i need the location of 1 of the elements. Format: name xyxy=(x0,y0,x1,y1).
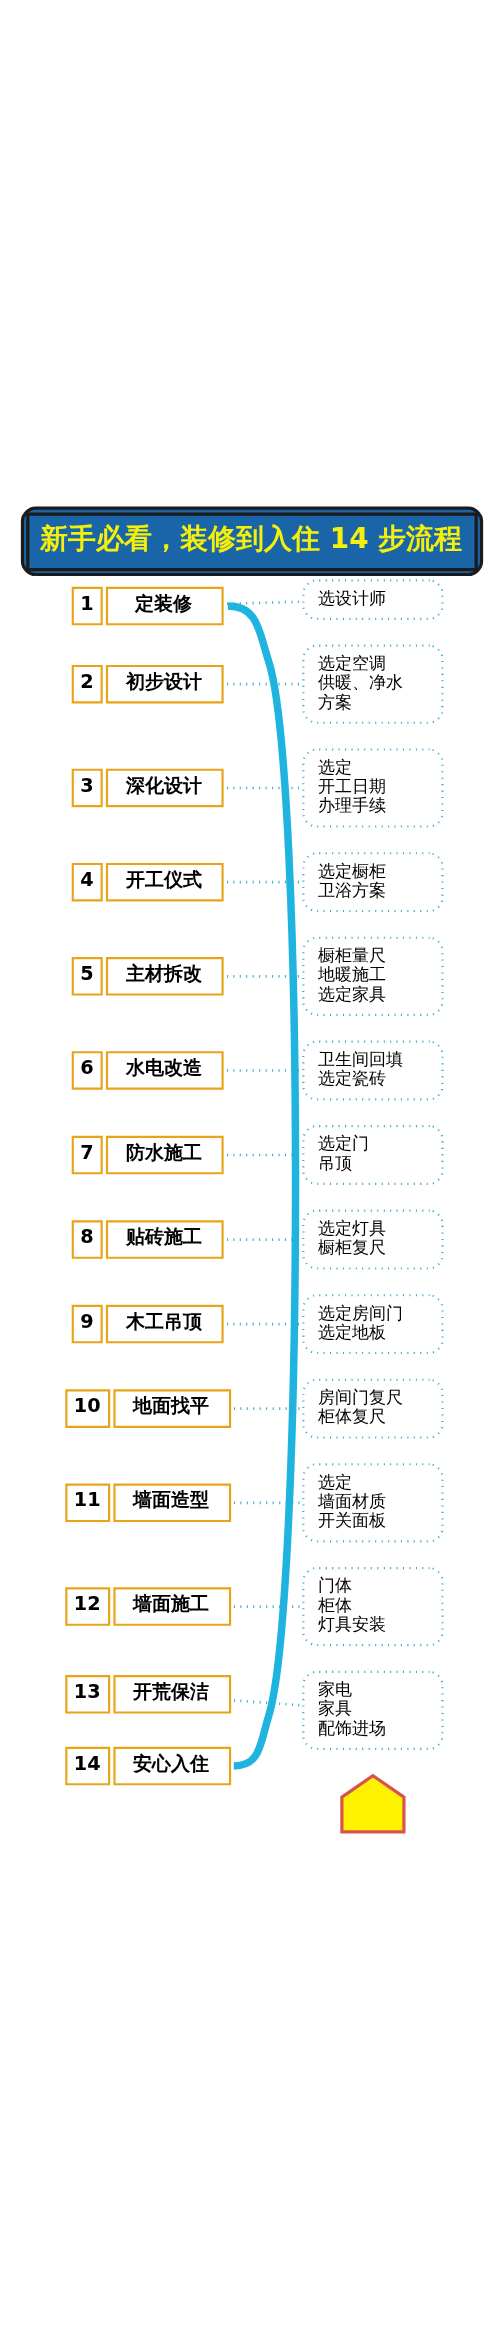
diagram-title: 新手必看，装修到入住 14 步流程 xyxy=(40,521,463,555)
